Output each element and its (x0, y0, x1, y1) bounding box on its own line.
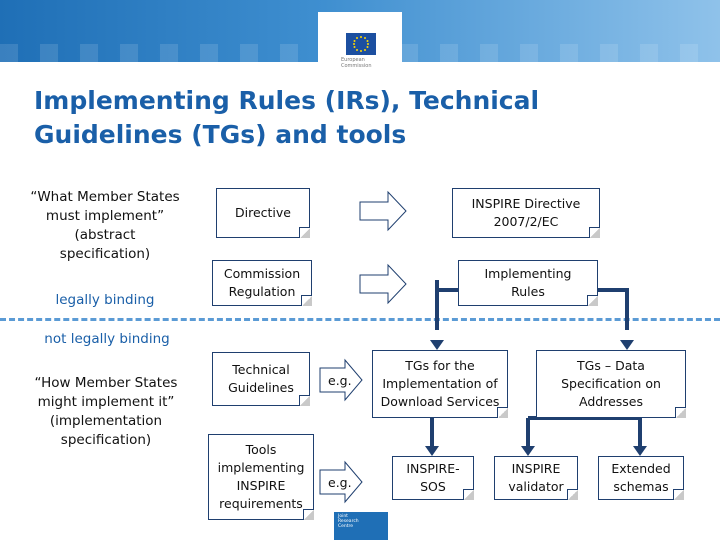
implementing-rules-line-2: Rules (511, 284, 545, 299)
eu-flag-icon (345, 32, 377, 56)
extended-schemas-box: Extended schemas (598, 456, 684, 500)
inspire-validator-line-1: INSPIRE (511, 461, 561, 476)
extended-schemas-line-2: schemas (613, 479, 669, 494)
what-line-4: specification) (59, 246, 151, 262)
logo-line-2: Commission (341, 63, 372, 69)
what-line-3: (abstract (74, 227, 136, 243)
arrowhead-schemas (633, 446, 647, 456)
commission-regulation-line-1: Commission (223, 266, 301, 281)
extended-schemas-line-1: Extended (611, 461, 671, 476)
implementing-rules-box: Implementing Rules (458, 260, 598, 306)
tg-download-line-3: Download Services (380, 394, 500, 409)
inspire-directive-box: INSPIRE Directive 2007/2/EC (452, 188, 600, 238)
arrow-eg2-icon (319, 460, 363, 504)
directive-label: Directive (235, 205, 291, 220)
jrc-line-2: Research (338, 519, 359, 524)
commission-regulation-line-2: Regulation (228, 284, 296, 299)
eg-label-1: e.g. (328, 373, 352, 388)
tools-line-3: INSPIRE (236, 478, 286, 493)
jrc-logo (334, 512, 388, 540)
technical-guidelines-line-1: Technical (232, 362, 290, 377)
tg-download-line-1: TGs for the (405, 358, 475, 373)
technical-guidelines-line-2: Guidelines (228, 380, 294, 395)
tg-addresses-line-2: Specification on (561, 376, 661, 391)
title-line-2: Guidelines (TGs) and tools (34, 120, 407, 149)
what-line-2: must implement” (45, 208, 165, 224)
how-line-4: specification) (60, 432, 152, 448)
how-line-1: “How Member States (34, 375, 178, 391)
page-title: Implementing Rules (IRs), Technical Guid… (34, 84, 674, 152)
arrowhead-tg-address (620, 340, 634, 350)
inspire-sos-box: INSPIRE- SOS (392, 456, 474, 500)
logo-line-1: European (341, 57, 365, 63)
title-line-1: Implementing Rules (IRs), Technical (34, 86, 540, 115)
inspire-sos-line-1: INSPIRE- (406, 461, 460, 476)
arrowhead-validator (521, 446, 535, 456)
tg-addresses-line-3: Addresses (579, 394, 643, 409)
directive-box: Directive (216, 188, 310, 238)
inspire-validator-box: INSPIRE validator (494, 456, 578, 500)
arrow-regulation-icon (359, 263, 407, 305)
arrowhead-tg-download (430, 340, 444, 350)
tg-addresses-box: TGs – Data Specification on Addresses (536, 350, 686, 418)
what-member-states-text: “What Member States must implement” (abs… (20, 188, 190, 264)
tools-box: Tools implementing INSPIRE requirements (208, 434, 314, 520)
inspire-sos-line-2: SOS (420, 479, 446, 494)
legally-binding-label: legally binding (55, 292, 155, 308)
implementing-rules-line-1: Implementing (484, 266, 572, 281)
how-line-3: (implementation (49, 413, 163, 429)
eg-label-2: e.g. (328, 475, 352, 490)
tg-addresses-line-1: TGs – Data (577, 358, 645, 373)
binding-divider (0, 318, 720, 321)
arrow-eg1-icon (319, 358, 363, 402)
how-member-states-text: “How Member States might implement it” (… (16, 374, 196, 450)
tools-line-1: Tools (245, 442, 277, 457)
tg-download-services-box: TGs for the Implementation of Download S… (372, 350, 508, 418)
jrc-line-1: Joint (338, 514, 348, 519)
tools-line-2: implementing (217, 460, 305, 475)
commission-regulation-box: Commission Regulation (212, 260, 312, 306)
jrc-logo-text: Joint Research Centre (338, 514, 359, 529)
arrow-directive-icon (359, 190, 407, 232)
inspire-directive-line-1: INSPIRE Directive (471, 196, 581, 211)
technical-guidelines-box: Technical Guidelines (212, 352, 310, 406)
jrc-line-3: Centre (338, 524, 354, 529)
how-line-2: might implement it” (37, 394, 175, 410)
inspire-validator-line-2: validator (508, 479, 564, 494)
what-line-1: “What Member States (30, 189, 180, 205)
tools-line-4: requirements (219, 496, 303, 511)
arrowhead-sos (425, 446, 439, 456)
not-legally-binding-label: not legally binding (44, 331, 170, 347)
logo-text: European Commission (341, 57, 381, 69)
inspire-directive-line-2: 2007/2/EC (493, 214, 559, 229)
connector-tg-address-down (526, 416, 642, 446)
tg-download-line-2: Implementation of (382, 376, 498, 391)
